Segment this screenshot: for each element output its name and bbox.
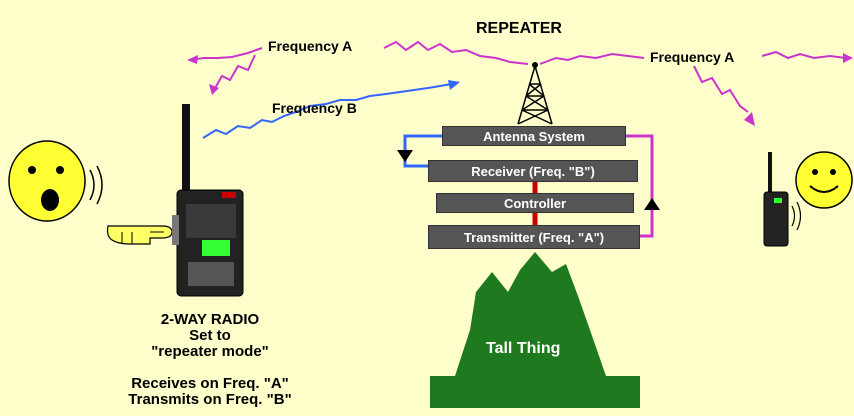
freq-a-right-arrowhead [843, 53, 853, 63]
tall-thing-label: Tall Thing [486, 340, 561, 357]
freq-b-arrowhead [448, 80, 460, 90]
radio-caption-line2: Set to [189, 327, 231, 344]
tall-thing-base [430, 376, 640, 408]
freq-a-left-wave [189, 47, 263, 61]
receiver-block: Receiver (Freq. "B") [428, 160, 638, 182]
controller-block: Controller [436, 193, 634, 213]
freq-a-down-arrowhead [209, 84, 219, 95]
freq-a-right-label: Frequency A [650, 49, 735, 65]
freq-a-left-label: Frequency A [268, 38, 353, 54]
left-radio-graphic [172, 104, 244, 297]
transmit-path [626, 134, 654, 238]
freq-b-label: Frequency B [272, 100, 357, 116]
freq-a-mid-wave [383, 40, 529, 65]
radio-caption: 2-WAY RADIO Set to "repeater mode" Recei… [120, 312, 300, 408]
left-face-graphic [8, 140, 103, 222]
tall-thing-shape [455, 252, 606, 376]
receive-path-arrowhead [397, 150, 413, 162]
freq-a-down-right-wave [693, 65, 749, 113]
freq-a-right-far-wave [761, 50, 847, 60]
freq-a-down-right-arrowhead [744, 112, 755, 126]
transmit-path-arrowhead [644, 198, 660, 210]
radio-caption-line5: Transmits on Freq. "B" [128, 391, 292, 408]
radio-caption-line1: 2-WAY RADIO [160, 311, 260, 328]
radio-caption-line4: Receives on Freq. "A" [131, 375, 289, 392]
right-radio-graphic [763, 152, 802, 247]
freq-a-right-wave [539, 52, 645, 65]
freq-b-wave [202, 83, 453, 139]
right-face-graphic [795, 151, 853, 209]
transmitter-block: Transmitter (Freq. "A") [428, 225, 640, 249]
pointing-hand-graphic [106, 225, 173, 245]
tower-antenna [517, 65, 553, 125]
antenna-tip [532, 62, 538, 68]
diagram-title: REPEATER [476, 20, 562, 37]
antenna-system-block: Antenna System [442, 126, 626, 146]
radio-caption-line3: "repeater mode" [151, 343, 269, 360]
freq-a-left-arrowhead [187, 55, 198, 64]
freq-a-down-wave [213, 54, 256, 91]
radio-caption-gap [120, 360, 300, 376]
